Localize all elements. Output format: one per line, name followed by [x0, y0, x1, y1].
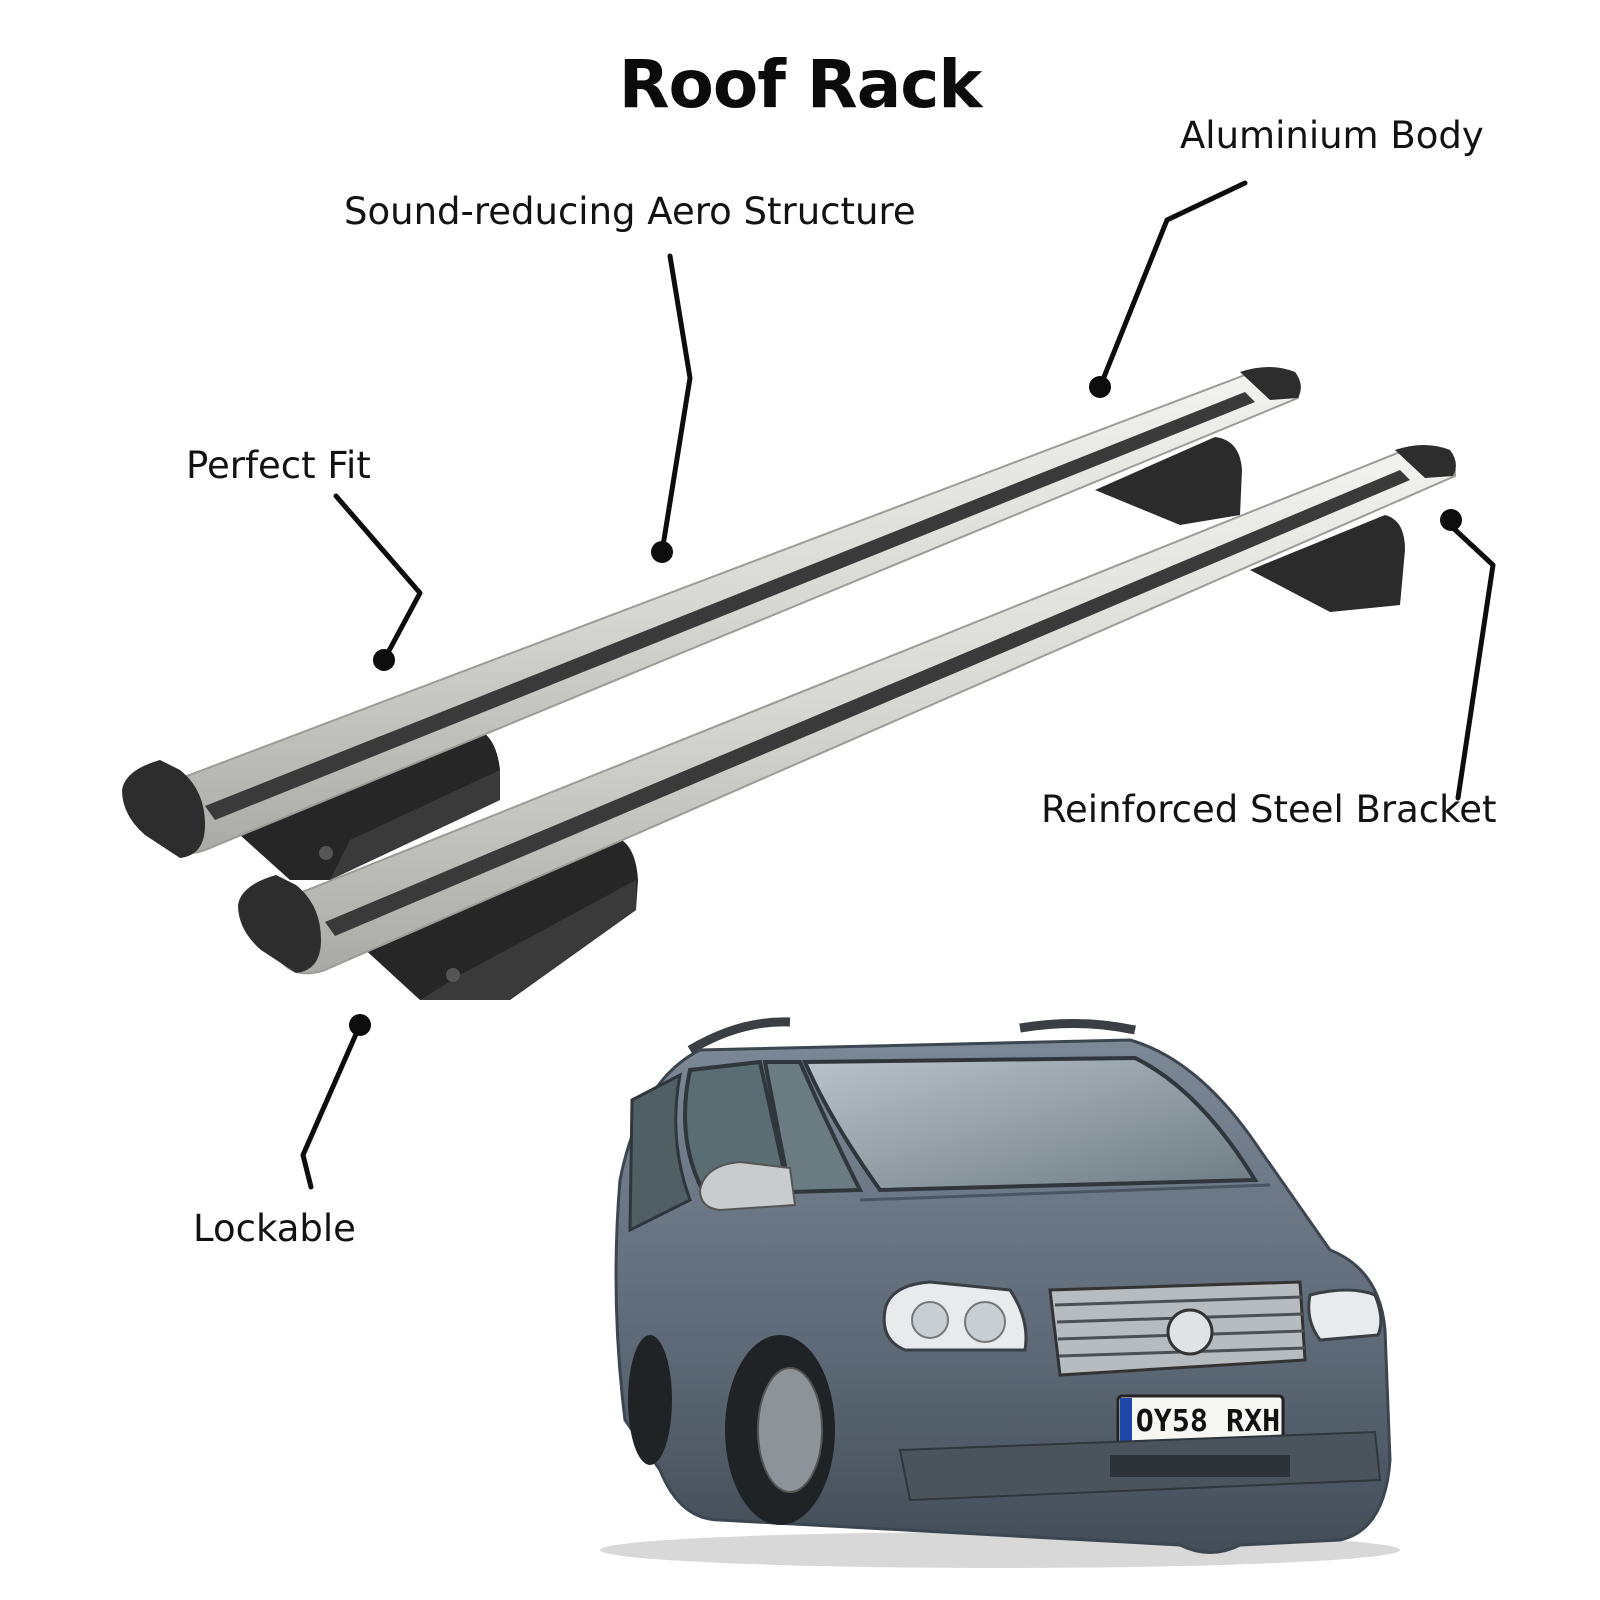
car-side-window-front — [762, 1060, 864, 1195]
end-cap-rear-right — [1240, 367, 1301, 400]
pointer-dot-aluminium — [1089, 376, 1111, 398]
pointer-dot-steel — [1440, 509, 1462, 531]
bracket-front-left — [360, 834, 638, 1000]
roof-bar-rear — [122, 367, 1301, 880]
leader-line-steel — [1448, 523, 1496, 801]
rubber-channel-rear — [205, 392, 1255, 820]
bracket-rear-right — [1095, 437, 1242, 525]
pointer-dot-fit — [373, 649, 395, 671]
feature-label-aero: Sound-reducing Aero Structure — [344, 190, 916, 233]
leader-line-aluminium — [1097, 180, 1248, 390]
pointer-dot-aero — [651, 541, 673, 563]
car-badge — [1166, 1308, 1214, 1356]
feature-label-lockable: Lockable — [193, 1207, 356, 1250]
headlight-right — [1307, 1288, 1383, 1342]
feature-label-fit: Perfect Fit — [186, 444, 371, 487]
number-plate-text: OY58 RXH — [1136, 1404, 1281, 1439]
page-title: Roof Rack — [618, 46, 983, 123]
leader-line-aero — [659, 253, 693, 555]
bracket-front-right — [1250, 515, 1405, 612]
car-wheel-rear — [628, 1335, 672, 1465]
end-cap-front-right — [1395, 445, 1456, 478]
car-windscreen — [801, 1055, 1259, 1193]
lower-grille — [1110, 1455, 1290, 1477]
feature-label-aluminium: Aluminium Body — [1180, 114, 1484, 157]
leader-line-fit — [333, 493, 423, 663]
end-cap-front-left — [238, 875, 321, 973]
car-mirror — [698, 1160, 797, 1212]
pointer-dot-lockable — [349, 1014, 371, 1036]
rubber-channel-front — [325, 470, 1410, 936]
roof-bar-front — [238, 445, 1456, 1000]
leader-line-lockable — [300, 1022, 363, 1190]
feature-label-steel: Reinforced Steel Bracket — [1041, 788, 1497, 831]
car-illustration: OY58 RXH — [600, 1017, 1400, 1568]
bracket-rear-left — [240, 724, 500, 880]
end-cap-rear-left — [122, 760, 205, 858]
